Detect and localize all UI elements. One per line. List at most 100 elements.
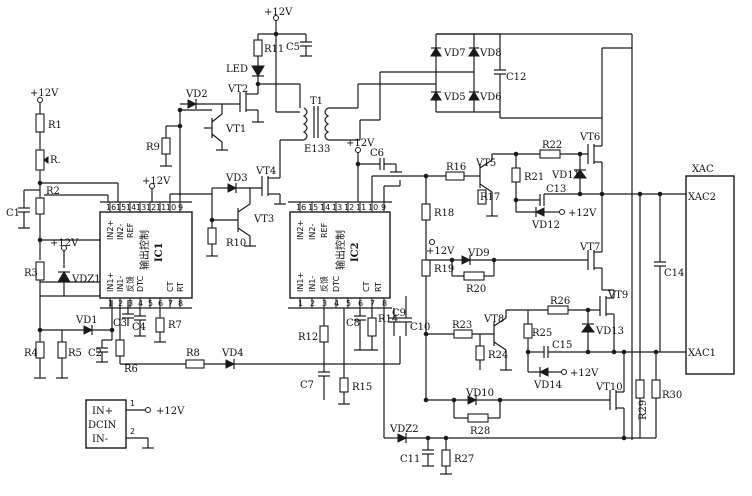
label-vd2: VD2 bbox=[185, 89, 208, 100]
ic1-pin-num: 7 bbox=[168, 299, 173, 308]
resistor-r12 bbox=[319, 325, 329, 343]
diode-vd7 bbox=[430, 47, 442, 57]
label-r20: R20 bbox=[466, 284, 486, 295]
label-vd4: VD4 bbox=[221, 348, 244, 359]
label-c8: C8 bbox=[346, 318, 360, 329]
label-r5: R5 bbox=[68, 348, 82, 359]
label-c11: C11 bbox=[400, 454, 420, 465]
resistor-r1 bbox=[35, 113, 45, 133]
label-r22: R22 bbox=[542, 140, 562, 151]
ic1-body bbox=[99, 211, 193, 299]
label-r11: R11 bbox=[264, 44, 284, 55]
label-dcin-p2: IN- bbox=[92, 434, 108, 445]
ic2-pin-num: 3 bbox=[322, 299, 327, 308]
ic1-pin-num: 5 bbox=[148, 299, 153, 308]
resistor-r8 bbox=[185, 359, 205, 369]
ic1-chip bbox=[99, 201, 193, 309]
label-dcin-p1: IN+ bbox=[92, 406, 113, 417]
label-c6: C6 bbox=[370, 148, 384, 159]
label-r17: R17 bbox=[480, 192, 500, 203]
label-vt7: VT7 bbox=[579, 242, 600, 253]
label-vt2: VT2 bbox=[227, 84, 248, 95]
label-xac2: XAC2 bbox=[688, 192, 716, 203]
label-r2: R2 bbox=[46, 186, 60, 197]
label-xac: XAC bbox=[692, 164, 714, 175]
diode-vd6 bbox=[468, 91, 480, 101]
ic1-pin-name: CT bbox=[166, 281, 175, 292]
diode-vd13 bbox=[581, 323, 595, 333]
label-c9: C9 bbox=[392, 308, 406, 319]
driver-stage-2 bbox=[206, 139, 304, 257]
label-vd10: VD10 bbox=[465, 388, 494, 399]
label-ic2-func: 输出控制 bbox=[334, 230, 347, 270]
label-vd3: VD3 bbox=[225, 173, 248, 184]
diode-vd9 bbox=[461, 255, 472, 265]
ic1-pin-num: 10 bbox=[166, 203, 176, 212]
resistor-r7 bbox=[155, 317, 165, 333]
label-r19: R19 bbox=[434, 264, 454, 275]
ic2-pin-num: 13 bbox=[332, 203, 342, 212]
ic2-pin-name: DTC bbox=[332, 275, 341, 292]
ic1-pin-num: 3 bbox=[128, 299, 133, 308]
label-c3: C3 bbox=[113, 318, 127, 329]
ic2-pin-num: 5 bbox=[346, 299, 351, 308]
ic2-pin-num: 2 bbox=[310, 299, 315, 308]
ic2-pin-name: REF bbox=[320, 222, 329, 238]
resistor-r9 bbox=[161, 137, 171, 155]
ic2-pin-num: 14 bbox=[320, 203, 330, 212]
diode-vd2 bbox=[187, 99, 198, 109]
potentiometer-rp bbox=[35, 149, 45, 171]
label-r12: R12 bbox=[298, 332, 318, 343]
label-c13: C13 bbox=[546, 184, 566, 195]
resistor-r27 bbox=[441, 449, 451, 467]
label-vd12: VD12 bbox=[531, 220, 560, 231]
label-c7: C7 bbox=[300, 380, 314, 391]
resistor-r10 bbox=[207, 227, 217, 245]
label-r23: R23 bbox=[452, 320, 472, 331]
label-rp: R. bbox=[50, 155, 61, 166]
zener-diode-vdz2 bbox=[397, 433, 408, 443]
resistor-r18 bbox=[421, 203, 431, 221]
label-r6: R6 bbox=[124, 364, 138, 375]
ic1-pin-num: 8 bbox=[178, 299, 183, 308]
label-r21: R21 bbox=[524, 172, 544, 183]
resistor-r11 bbox=[253, 39, 263, 57]
label-r30: R30 bbox=[662, 390, 682, 401]
label-dcin-n1: 1 bbox=[130, 399, 135, 408]
ic1-pin-num: 6 bbox=[158, 299, 163, 308]
ic2-pin-num: 6 bbox=[358, 299, 363, 308]
label-vt9: VT9 bbox=[607, 290, 628, 301]
rectifier-bridge bbox=[430, 33, 633, 440]
supply-label: +12V bbox=[568, 208, 597, 219]
ic2-pin-num: 12 bbox=[344, 203, 354, 212]
label-vd11: VD11 bbox=[551, 170, 580, 181]
label-r29: R29 bbox=[638, 400, 649, 420]
ic2-pin-num: 16 bbox=[296, 203, 306, 212]
ic2-pin-name: IN2- bbox=[308, 224, 317, 240]
ic1-pin-name: IN1+ bbox=[106, 272, 115, 292]
ic2-pin-name: CT bbox=[362, 281, 371, 292]
driver-stage-1 bbox=[149, 15, 312, 202]
label-c4: C4 bbox=[132, 322, 146, 333]
ic2-network bbox=[318, 147, 640, 475]
ic1-pin-num: 13 bbox=[136, 203, 146, 212]
ic1-pin-num: 9 bbox=[178, 203, 183, 212]
label-r27: R27 bbox=[454, 454, 474, 465]
ic1-pin-name: IN2+ bbox=[106, 220, 115, 240]
label-xac1: XAC1 bbox=[688, 348, 716, 359]
ic2-pin-name: IN2+ bbox=[296, 220, 305, 240]
diode-vd8 bbox=[468, 47, 480, 57]
label-r16: R16 bbox=[446, 162, 466, 173]
label-vt1: VT1 bbox=[225, 124, 246, 135]
ic1-pin-numbers: 16 15 14 13 12 11 10 9 1 2 3 4 5 6 7 8 I… bbox=[106, 203, 185, 308]
label-vd6: VD6 bbox=[479, 92, 502, 103]
supply-label: +12V bbox=[570, 368, 599, 379]
ic2-pin-num: 1 bbox=[298, 299, 303, 308]
resistor-r19 bbox=[421, 259, 431, 277]
label-r28: R28 bbox=[470, 426, 490, 437]
label-r26: R26 bbox=[550, 296, 570, 307]
label-vt5: VT5 bbox=[475, 158, 496, 169]
label-ic1: IC1 bbox=[154, 242, 165, 262]
